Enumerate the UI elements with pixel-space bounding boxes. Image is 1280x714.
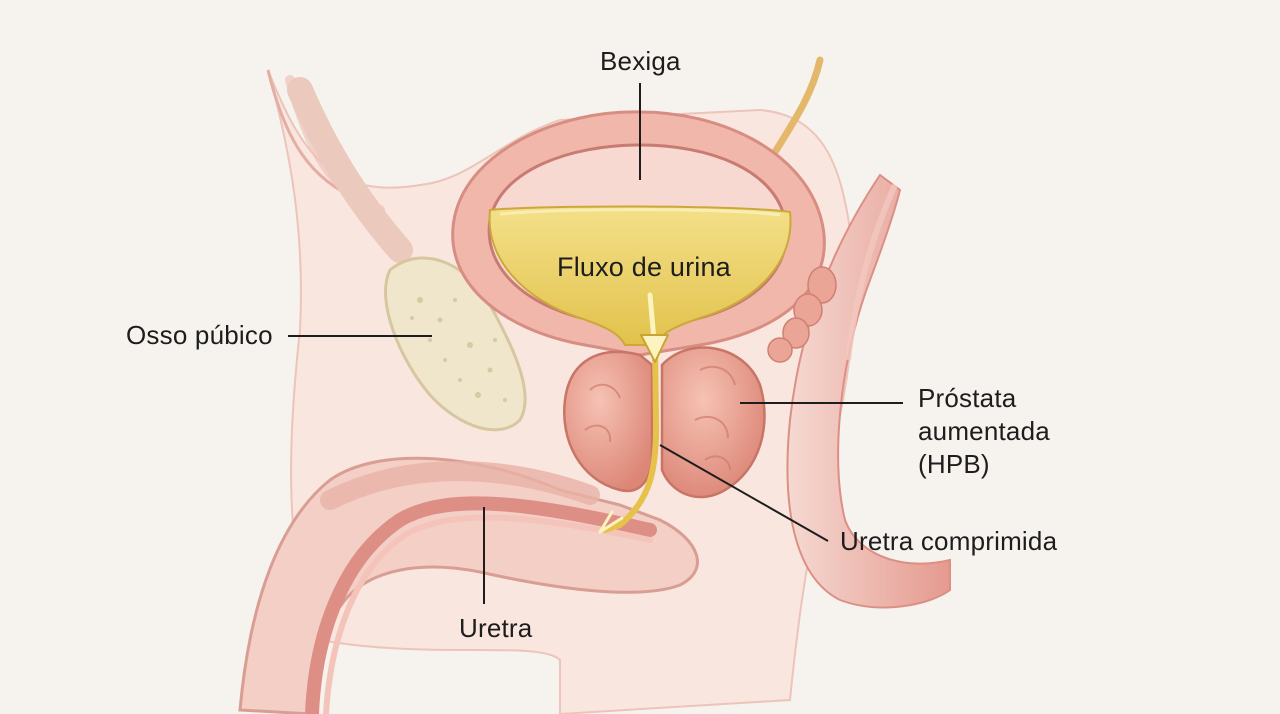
flow-arrow <box>598 292 669 534</box>
penis <box>238 456 699 714</box>
leader-line-compressed-urethra <box>659 444 829 542</box>
ureter <box>766 56 824 164</box>
label-prostate-line-2: aumentada <box>918 416 1050 446</box>
seminal-vesicle <box>767 266 837 363</box>
label-urine-flow: Fluxo de urina <box>557 252 731 282</box>
bladder <box>451 110 826 357</box>
label-bladder: Bexiga <box>600 46 681 76</box>
label-prostate-line-3: (HPB) <box>918 449 990 479</box>
leader-lines <box>288 83 903 604</box>
label-compressed-urethra: Uretra comprimida <box>840 526 1058 556</box>
label-pubic-bone: Osso púbico <box>126 320 273 350</box>
label-urethra: Uretra <box>459 613 533 643</box>
label-enlarged-prostate: Próstata aumentada (HPB) <box>918 382 1050 481</box>
compressed-urethra-stream <box>602 342 660 533</box>
label-prostate-line-1: Próstata <box>918 383 1017 413</box>
pubic-bone <box>287 77 527 432</box>
enlarged-prostate <box>563 346 766 499</box>
